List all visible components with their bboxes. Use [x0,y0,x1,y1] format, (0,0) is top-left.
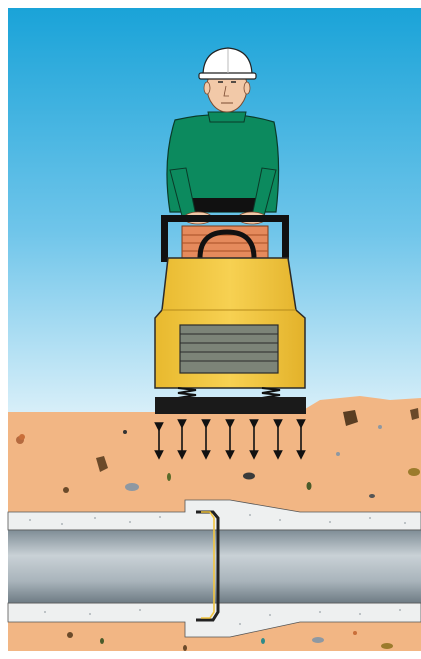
engine-grille [179,324,279,374]
plate-compactor [154,215,306,414]
base-plate [155,397,306,414]
worker [166,47,280,225]
pipe [7,499,421,638]
vibration-arrows [154,419,306,460]
dampening-springs [177,387,281,399]
soil-stones [16,408,420,651]
